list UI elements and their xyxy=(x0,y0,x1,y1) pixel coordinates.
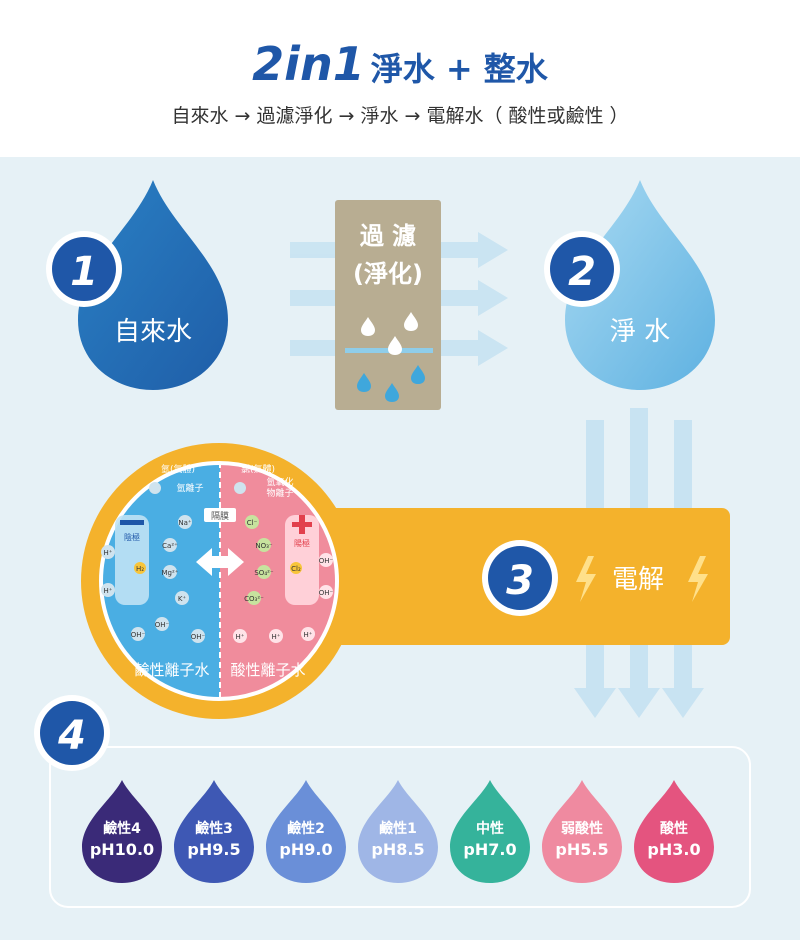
svg-text:氯(氣體): 氯(氣體) xyxy=(241,463,275,475)
ph-level-value: pH5.5 xyxy=(555,840,608,859)
svg-text:H⁺: H⁺ xyxy=(104,549,113,557)
lightning-icon xyxy=(576,556,596,602)
step-2-purified-water: 淨 水 2 xyxy=(544,180,715,390)
ph-drop-7: 酸性 pH3.0 xyxy=(634,780,714,883)
step-1-number: 1 xyxy=(70,249,98,295)
ph-level-name: 中性 xyxy=(476,820,504,837)
svg-text:OH⁻: OH⁻ xyxy=(319,557,334,565)
electrolysis-details: 氫(氣體) 氯(氣體) 氫離子 氫氧化 物離子 隔膜 陰極 陽極 Na⁺ Ca²… xyxy=(101,463,334,679)
membrane-label: 隔膜 xyxy=(211,511,229,522)
step-2-number: 2 xyxy=(568,249,596,295)
svg-text:H⁺: H⁺ xyxy=(236,633,245,641)
cathode-tube xyxy=(115,515,149,605)
filter-box: 過 濾 (淨化) xyxy=(335,200,441,410)
svg-text:H₂: H₂ xyxy=(136,565,144,573)
svg-text:OH⁻: OH⁻ xyxy=(319,589,334,597)
svg-text:Cl₂: Cl₂ xyxy=(291,565,301,573)
step-1-tap-water: 自來水 1 xyxy=(46,180,228,390)
svg-text:OH⁻: OH⁻ xyxy=(131,631,146,639)
subtitle: 自來水 → 過濾淨化 → 淨水 → 電解水（ 酸性或鹼性 ） xyxy=(171,105,628,127)
anode-tube xyxy=(285,515,319,605)
ph-level-value: pH7.0 xyxy=(463,840,516,859)
svg-text:CO₃²⁻: CO₃²⁻ xyxy=(244,595,264,603)
ph-drop-6: 弱酸性 pH5.5 xyxy=(542,780,622,883)
svg-text:Mg²⁺: Mg²⁺ xyxy=(162,569,179,577)
svg-text:H⁺: H⁺ xyxy=(272,633,281,641)
svg-text:氫氧化: 氫氧化 xyxy=(266,476,293,488)
acidic-water-label: 酸性離子水 xyxy=(230,661,305,679)
svg-text:NO₃⁻: NO₃⁻ xyxy=(255,542,273,550)
svg-text:OH⁻: OH⁻ xyxy=(191,633,206,641)
svg-text:陰極: 陰極 xyxy=(124,532,140,542)
ph-level-name: 鹼性3 xyxy=(195,820,233,837)
filter-sublabel: (淨化) xyxy=(353,260,423,288)
ph-level-value: pH8.5 xyxy=(371,840,424,859)
alkaline-water-label: 鹼性離子水 xyxy=(134,661,209,679)
ion-exchange-arrow-icon xyxy=(196,548,244,576)
ph-level-value: pH9.0 xyxy=(279,840,332,859)
ph-level-name: 鹼性1 xyxy=(379,820,417,837)
svg-text:Na⁺: Na⁺ xyxy=(178,519,192,527)
step-3-label: 電解 xyxy=(612,565,664,595)
svg-text:氫(氣體): 氫(氣體) xyxy=(161,463,195,475)
svg-text:H⁺: H⁺ xyxy=(104,587,113,595)
lightning-icon xyxy=(688,556,708,602)
ph-level-name: 鹼性2 xyxy=(287,820,325,837)
svg-text:物離子: 物離子 xyxy=(266,487,293,499)
step-2-label: 淨 水 xyxy=(610,317,670,347)
filter-label: 過 濾 xyxy=(360,222,416,250)
step-1-label: 自來水 xyxy=(114,317,192,347)
ph-level-value: pH3.0 xyxy=(647,840,700,859)
step-4-ph-levels: 4 鹼性4 pH10.0 鹼性3 pH9.5 鹼性2 pH9.0 鹼性1 pH8.5 中性 pH7… xyxy=(34,695,751,908)
svg-text:SO₄²⁻: SO₄²⁻ xyxy=(254,569,274,577)
ph-level-value: pH9.5 xyxy=(187,840,240,859)
svg-text:K⁺: K⁺ xyxy=(178,595,187,603)
svg-text:Ca²⁺: Ca²⁺ xyxy=(162,542,178,550)
ph-level-value: pH10.0 xyxy=(90,840,154,859)
svg-text:氫離子: 氫離子 xyxy=(176,482,203,494)
step-4-number: 4 xyxy=(57,713,86,759)
svg-text:H⁺: H⁺ xyxy=(304,631,313,639)
svg-text:陽極: 陽極 xyxy=(294,538,310,548)
ph-level-name: 酸性 xyxy=(660,820,688,837)
ph-drop-1: 鹼性4 pH10.0 xyxy=(82,780,162,883)
svg-text:Cl⁻: Cl⁻ xyxy=(247,519,258,527)
ph-drop-3: 鹼性2 pH9.0 xyxy=(266,780,346,883)
ph-drop-2: 鹼性3 pH9.5 xyxy=(174,780,254,883)
ph-level-name: 鹼性4 xyxy=(103,820,141,837)
ph-drop-5: 中性 pH7.0 xyxy=(450,780,530,883)
step-3-number: 3 xyxy=(506,558,534,604)
ph-level-name: 弱酸性 xyxy=(561,820,603,837)
svg-text:OH⁻: OH⁻ xyxy=(155,621,170,629)
ph-drop-4: 鹼性1 pH8.5 xyxy=(358,780,438,883)
